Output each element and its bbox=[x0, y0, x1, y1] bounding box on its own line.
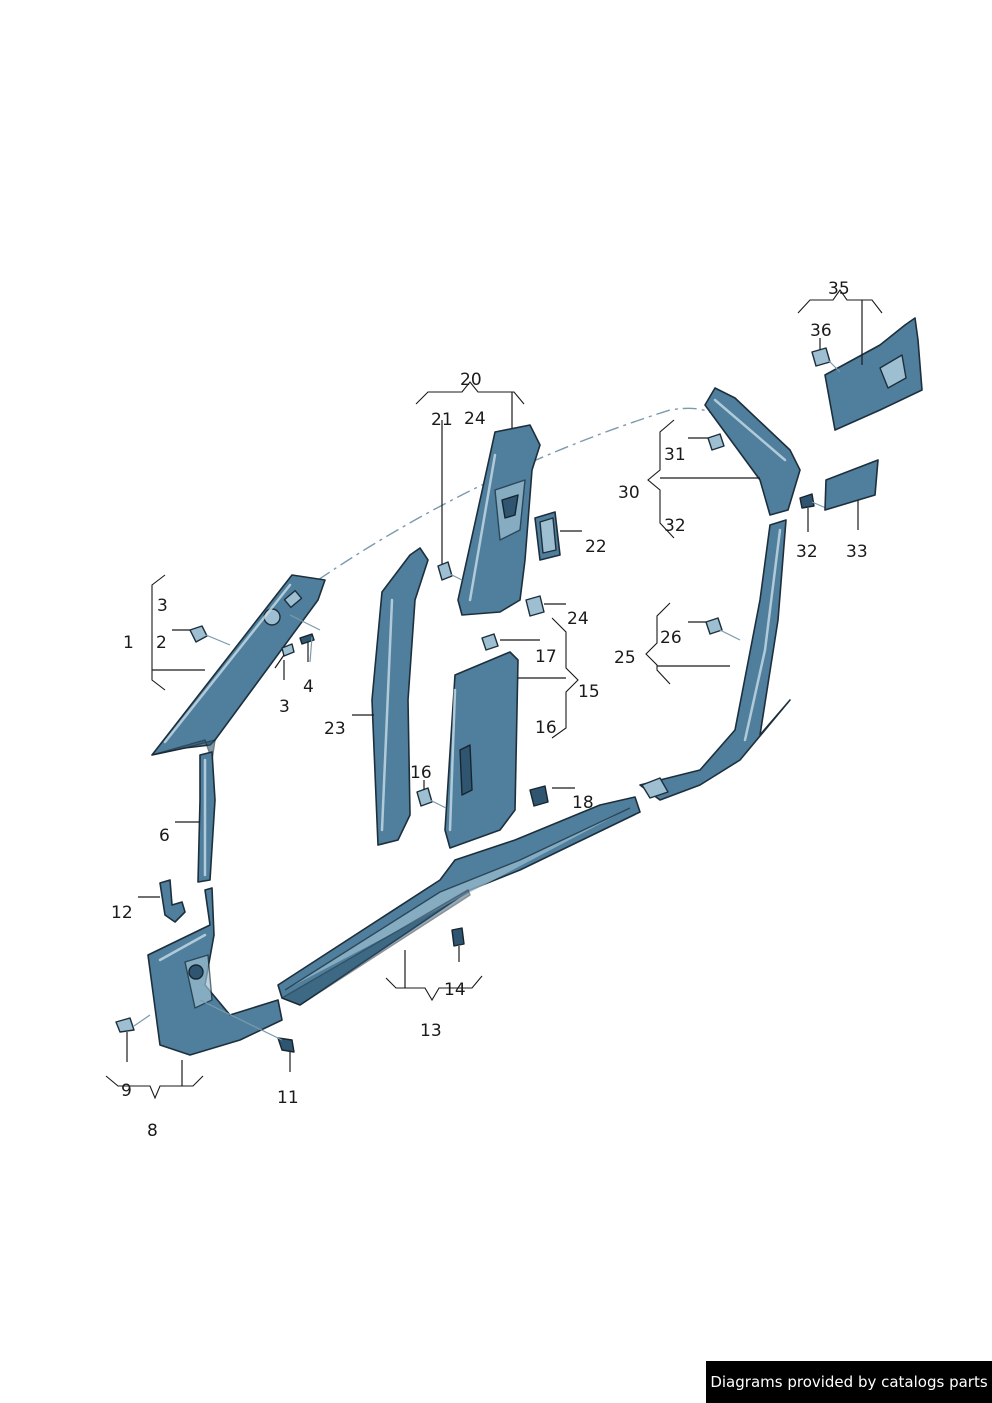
a-pillar-lower-strip[interactable] bbox=[197, 751, 216, 883]
callout-labels: 1 2 3 3 4 6 12 9 8 11 14 13 20 21 24 22 … bbox=[111, 279, 868, 1141]
callout-32-left: 32 bbox=[664, 516, 686, 536]
callout-17: 17 bbox=[535, 647, 557, 667]
clip-21[interactable] bbox=[437, 561, 463, 581]
clip-2[interactable] bbox=[189, 625, 231, 646]
clip-16[interactable] bbox=[416, 787, 447, 809]
callout-8: 8 bbox=[147, 1121, 158, 1141]
roofline-guide bbox=[317, 407, 716, 581]
callout-33: 33 bbox=[846, 542, 868, 562]
clip-18[interactable] bbox=[529, 785, 549, 807]
leaders bbox=[105, 289, 883, 1100]
callout-20: 20 bbox=[460, 370, 482, 390]
callout-15: 15 bbox=[578, 682, 600, 702]
callout-3-top: 3 bbox=[157, 596, 168, 616]
callout-14: 14 bbox=[444, 980, 466, 1000]
bracket-12[interactable] bbox=[159, 879, 186, 923]
callout-13: 13 bbox=[420, 1021, 442, 1041]
callout-26: 26 bbox=[660, 628, 682, 648]
callout-1: 1 bbox=[123, 633, 134, 653]
callout-11: 11 bbox=[277, 1088, 299, 1108]
callout-9: 9 bbox=[121, 1081, 132, 1101]
clip-36[interactable] bbox=[811, 347, 841, 373]
b-pillar-lower-trim[interactable] bbox=[444, 651, 519, 849]
clip-14[interactable] bbox=[451, 927, 465, 947]
sill-trim[interactable] bbox=[277, 796, 641, 1006]
clip-26[interactable] bbox=[705, 617, 741, 641]
pin-3[interactable] bbox=[274, 643, 295, 669]
callout-31: 31 bbox=[664, 445, 686, 465]
callout-12: 12 bbox=[111, 903, 133, 923]
door-seal-strip[interactable] bbox=[371, 547, 429, 846]
callout-30: 30 bbox=[618, 483, 640, 503]
callout-16-right: 16 bbox=[535, 718, 557, 738]
callout-22: 22 bbox=[585, 537, 607, 557]
callout-3-bottom: 3 bbox=[279, 697, 290, 717]
callout-21: 21 bbox=[431, 410, 453, 430]
rear-sill-trim[interactable] bbox=[639, 519, 791, 801]
callout-36: 36 bbox=[810, 321, 832, 341]
screw-11[interactable] bbox=[199, 999, 295, 1053]
a-pillar-trim[interactable] bbox=[151, 574, 326, 761]
watermark-badge: Diagrams provided by catalogs parts bbox=[706, 1361, 992, 1403]
callout-4: 4 bbox=[303, 677, 314, 697]
clip-17[interactable] bbox=[481, 633, 499, 651]
callout-16-left: 16 bbox=[410, 763, 432, 783]
clip-31[interactable] bbox=[707, 433, 725, 451]
clip-9[interactable] bbox=[115, 1014, 151, 1033]
callout-2: 2 bbox=[156, 633, 167, 653]
callout-25: 25 bbox=[614, 648, 636, 668]
c-pillar-upper-trim[interactable] bbox=[704, 387, 801, 516]
cover-33[interactable] bbox=[824, 459, 879, 511]
screw-4[interactable] bbox=[299, 633, 315, 663]
belt-guide-22[interactable] bbox=[534, 511, 561, 561]
clip-24[interactable] bbox=[525, 595, 545, 617]
callout-18: 18 bbox=[572, 793, 594, 813]
callout-32-right: 32 bbox=[796, 542, 818, 562]
b-pillar-upper-trim[interactable] bbox=[457, 424, 541, 616]
callout-23: 23 bbox=[324, 719, 346, 739]
rear-quarter-trim[interactable] bbox=[824, 317, 923, 431]
clip-32[interactable] bbox=[799, 493, 827, 509]
callout-24-top: 24 bbox=[464, 409, 486, 429]
callout-6: 6 bbox=[159, 826, 170, 846]
callout-35: 35 bbox=[828, 279, 850, 299]
callout-24-right: 24 bbox=[567, 609, 589, 629]
